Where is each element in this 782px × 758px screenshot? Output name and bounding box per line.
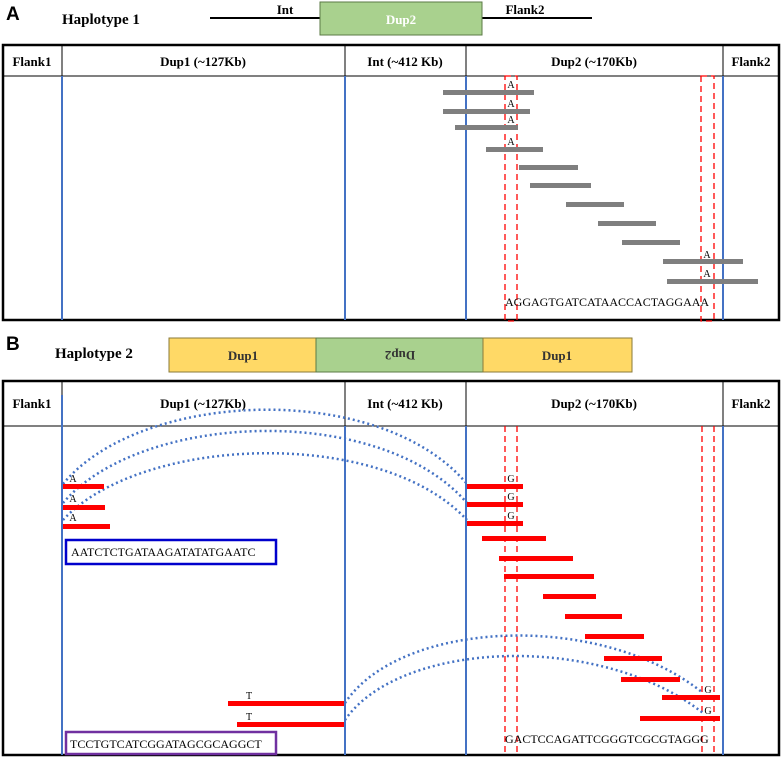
panel-a-header-dup2: Dup2 (~170Kb) [551, 54, 637, 69]
read-grey [622, 240, 680, 245]
allele-label: T [246, 712, 252, 723]
link-arc [343, 654, 704, 721]
allele-label: A [69, 513, 77, 524]
allele-label: A [507, 115, 515, 126]
read-red [482, 536, 546, 541]
allele-label: A [507, 137, 515, 148]
read-red [565, 614, 622, 619]
panel-b-header-dup2: Dup2 (~170Kb) [551, 396, 637, 411]
read-grey [598, 221, 656, 226]
read-red [662, 695, 720, 700]
schematic-b-dup1-left [168, 337, 317, 373]
allele-label: G [507, 492, 514, 503]
sequence-blue: AATCTCTGATAAGATATATGAATC [71, 545, 255, 559]
read-red [585, 634, 644, 639]
allele-label: A [703, 269, 711, 280]
link-arc [62, 452, 468, 521]
read-grey [530, 183, 591, 188]
link-arc [343, 634, 704, 704]
read-red [63, 505, 105, 510]
read-red [621, 677, 680, 682]
panel-b-label: B [6, 334, 20, 355]
panel-b-haplotype: Haplotype 2 [55, 346, 133, 362]
allele-label: A [69, 494, 77, 505]
read-red [63, 484, 104, 489]
panel-b-sequence-right: GACTCCAGATTCGGGTCGCGTAGGG [505, 732, 709, 746]
panel-a-reads [443, 90, 758, 284]
allele-label: T [246, 691, 252, 702]
schematic-a-int-label: Int [277, 2, 294, 17]
read-grey [566, 202, 624, 207]
read-red [604, 656, 662, 661]
read-red [640, 716, 720, 721]
panel-a-header-flank1: Flank1 [12, 54, 51, 69]
schematic-a-dup2-box [319, 1, 483, 36]
read-red [499, 556, 573, 561]
panel-b-reads-right [467, 484, 720, 721]
panel-a-frame [1, 43, 781, 322]
panel-a-label: A [6, 4, 20, 25]
panel-a-header-int: Int (~412 Kb) [367, 54, 442, 69]
panel-a-header-dup1: Dup1 (~127Kb) [160, 54, 246, 69]
schematic-a-flank2-label: Flank2 [505, 2, 544, 17]
allele-label: A [69, 474, 77, 485]
read-grey [455, 125, 518, 130]
panel-a-snp-box-2 [700, 75, 715, 322]
panel-a-header-flank2: Flank2 [731, 54, 770, 69]
read-red [63, 524, 110, 529]
allele-label: G [507, 474, 514, 485]
panel-a-sequence: AGGAGTGATCATAACCACTAGGAAA [505, 295, 709, 309]
sequence-box-blue [64, 538, 278, 566]
sequence-box-purple [64, 730, 278, 756]
read-grey [443, 109, 530, 114]
read-red [228, 701, 344, 706]
allele-label: G [704, 706, 711, 717]
read-red [237, 722, 344, 727]
allele-label: G [507, 511, 514, 522]
read-red [504, 574, 594, 579]
schematic-a-dup2-label: Dup2 [386, 12, 416, 27]
link-arc [62, 408, 468, 485]
panel-b-arcs [62, 408, 704, 721]
read-grey [519, 165, 578, 170]
panel-b-header-dup1: Dup1 (~127Kb) [160, 396, 246, 411]
read-red [467, 484, 523, 489]
schematic-b-dup2-inverted-label: Dup2 [385, 348, 415, 363]
read-grey [663, 259, 743, 264]
sequence-purple: TCCTGTCATCGGATAGCGCAGGCT [70, 737, 262, 751]
read-red [467, 521, 523, 526]
schematic-b-dup2-box [315, 337, 484, 373]
read-grey [443, 90, 534, 95]
read-grey [486, 147, 543, 152]
schematic-b-dup1-right-label: Dup1 [542, 348, 572, 363]
panel-a-haplotype: Haplotype 1 [62, 12, 140, 28]
schematic-b-dup1-left-label: Dup1 [228, 348, 258, 363]
link-arc [62, 429, 468, 504]
panel-b-reads-left [63, 484, 344, 727]
allele-label: A [703, 250, 711, 261]
panel-b-frame [1, 379, 781, 757]
allele-label: G [704, 685, 711, 696]
read-red [467, 502, 523, 507]
schematic-b-dup1-right [482, 337, 633, 373]
panel-b-header-flank1: Flank1 [12, 396, 51, 411]
panel-b-header-flank2: Flank2 [731, 396, 770, 411]
read-red [543, 594, 596, 599]
panel-a-snp-box-1 [504, 75, 518, 322]
panel-b-snp-lines [504, 426, 715, 755]
panel-b-header-int: Int (~412 Kb) [367, 396, 442, 411]
read-grey [667, 279, 758, 284]
allele-label: A [507, 80, 515, 91]
allele-label: A [507, 99, 515, 110]
